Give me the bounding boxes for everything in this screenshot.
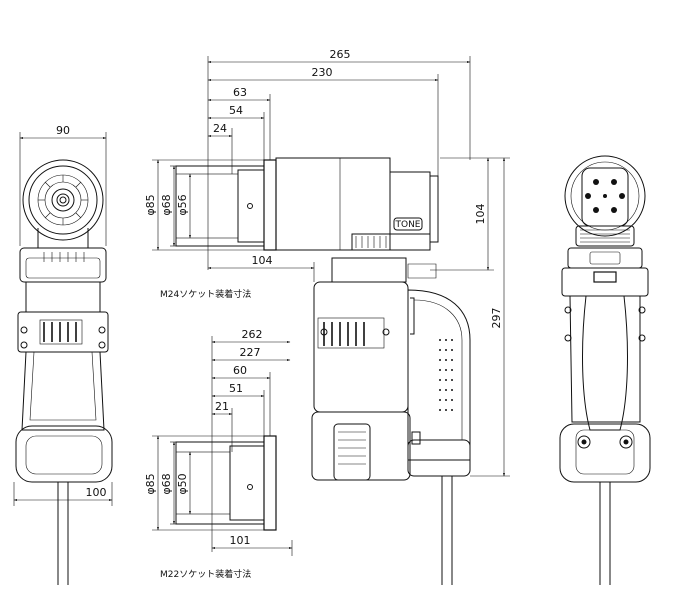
dim-body-length: 230 [312,66,333,79]
front-view [15,159,113,585]
dim-m22-overall: 262 [242,328,263,341]
dim-m24-dia-56: φ56 [176,194,189,215]
brand-logo: TONE [394,220,420,230]
dim-head-height: 104 [474,204,487,225]
dim-m24-reach: 104 [252,254,273,267]
dim-m22-60: 60 [233,364,247,377]
caption-m24: M24ソケット装着寸法 [160,288,251,300]
dim-m24-dia-68: φ68 [160,194,173,215]
side-view: TONE [175,157,471,585]
dimension-lines [13,56,510,556]
dim-m22-51: 51 [229,382,243,395]
dim-m24-54: 54 [229,104,243,117]
dim-m24-24: 24 [213,122,227,135]
dim-m22-reach: 101 [230,534,251,547]
m22-socket-view [175,435,277,531]
rear-view [559,155,651,585]
caption-m22: M22ソケット装着寸法 [160,568,251,580]
dim-m22-dia-50: φ50 [176,473,189,494]
dim-m22-body: 227 [240,346,261,359]
dim-front-width: 90 [56,124,70,137]
dim-m24-dia-85: φ85 [144,194,157,215]
dim-m22-dia-68: φ68 [160,473,173,494]
dim-m24-63: 63 [233,86,247,99]
dim-front-base: 100 [86,486,107,499]
dim-overall-length: 265 [330,48,351,61]
dim-m22-dia-85: φ85 [144,473,157,494]
dimension-labels: 90 100 265 230 63 54 24 104 φ85 φ68 φ56 … [56,48,503,547]
dim-overall-height: 297 [490,308,503,329]
dim-m22-21: 21 [215,400,229,413]
